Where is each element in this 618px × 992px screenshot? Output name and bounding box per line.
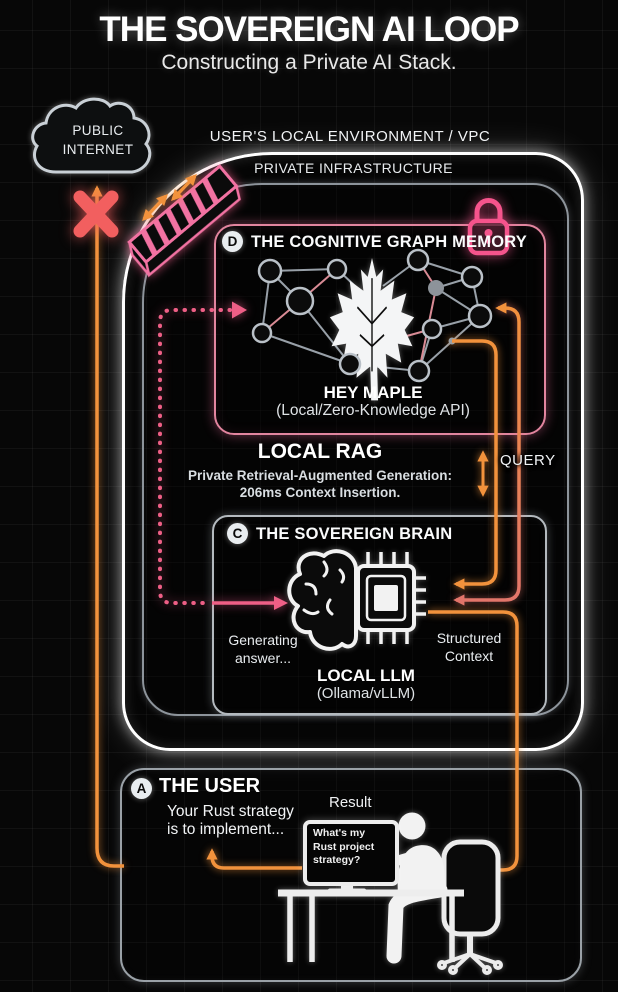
answer-text: Your Rust strategy is to implement...: [167, 803, 294, 839]
screen-line2: Rust project: [313, 840, 375, 853]
memory-product-name: HEY MAPLE: [323, 383, 423, 402]
query-label: QUERY: [500, 452, 556, 469]
answer-text-line2: is to implement...: [167, 820, 285, 838]
screen-line1: What's my: [313, 827, 366, 839]
blocked-x-icon: [73, 190, 119, 238]
generating-answer-caption: Generating answer...: [228, 632, 298, 666]
brain-badge: C: [227, 523, 248, 544]
blocked-internet-line: [91, 185, 124, 868]
brain-product-subtitle: (Ollama/vLLM): [316, 685, 416, 702]
screen-line3: strategy?: [313, 854, 361, 867]
result-label: Result: [329, 794, 372, 811]
brain-title: THE SOVEREIGN BRAIN: [256, 525, 453, 543]
rag-description-line1: Private Retrieval-Augmented Generation:: [187, 468, 453, 483]
memory-title: THE COGNITIVE GRAPH MEMORY: [251, 233, 527, 251]
vpc-label: USER'S LOCAL ENVIRONMENT / VPC: [209, 128, 491, 145]
user-title: THE USER: [159, 775, 261, 797]
local-rag-title: LOCAL RAG: [257, 440, 383, 463]
rag-description-line2: 206ms Context Insertion.: [239, 485, 401, 500]
page-subtitle: Constructing a Private AI Stack.: [161, 51, 457, 74]
answer-text-line1: Your Rust strategy: [167, 803, 294, 820]
user-badge: A: [131, 778, 152, 799]
memory-badge: D: [222, 231, 243, 252]
public-internet-label: PUBLIC INTERNET: [62, 123, 134, 157]
monitor-screen-text: What's my Rust project strategy?: [307, 824, 395, 868]
memory-product-subtitle: (Local/Zero-Knowledge API): [276, 402, 470, 419]
page-title: THE SOVEREIGN AI LOOP: [99, 10, 519, 49]
structured-context-caption: Structured Context: [436, 630, 502, 664]
private-infrastructure-label: PRIVATE INFRASTRUCTURE: [254, 160, 453, 176]
brain-product-name: LOCAL LLM: [317, 666, 415, 685]
monitor-icon: What's my Rust project strategy?: [303, 820, 399, 886]
